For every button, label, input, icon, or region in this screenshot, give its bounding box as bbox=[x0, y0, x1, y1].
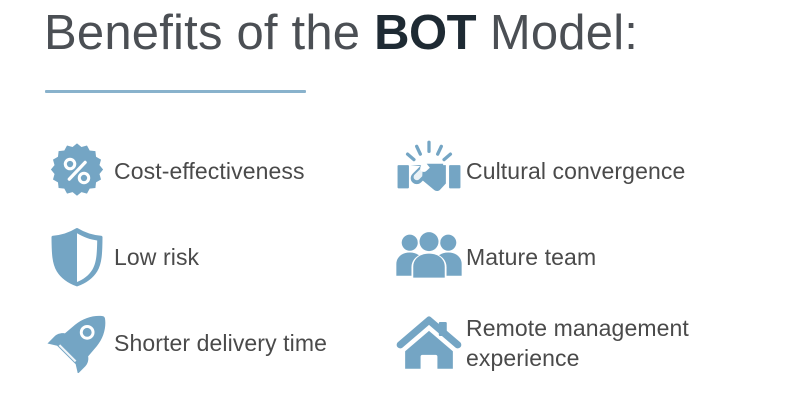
benefit-label: Low risk bbox=[114, 244, 200, 270]
benefit-label: Remote management experience bbox=[466, 315, 689, 371]
benefits-grid: Cost-effectiveness Low risk bbox=[0, 128, 800, 400]
benefit-item: Low risk bbox=[40, 214, 199, 300]
page-title-trail: Model: bbox=[476, 6, 639, 60]
house-icon bbox=[392, 306, 466, 380]
benefit-item: Shorter delivery time bbox=[40, 300, 327, 386]
benefits-column-right: Cultural convergence bbox=[392, 128, 752, 400]
benefits-column-left: Cost-effectiveness Low risk bbox=[40, 128, 400, 400]
benefit-label: Shorter delivery time bbox=[114, 330, 328, 356]
percent-badge-icon bbox=[40, 134, 114, 208]
people-group-icon bbox=[392, 220, 466, 294]
benefit-label: Cultural convergence bbox=[466, 158, 686, 184]
page-title-lead: Benefits of the bbox=[44, 6, 375, 60]
page-title-highlight: BOT bbox=[374, 6, 477, 60]
handshake-icon bbox=[392, 134, 466, 208]
page-title: Benefits of the BOT Model: bbox=[44, 2, 638, 64]
benefit-label: Cost-effectiveness bbox=[114, 158, 305, 184]
title-underline-rule bbox=[45, 90, 306, 93]
benefit-item: Mature team bbox=[392, 214, 596, 300]
rocket-icon bbox=[40, 306, 114, 380]
benefit-item: Cost-effectiveness bbox=[40, 128, 305, 214]
benefit-item: Remote management experience bbox=[392, 300, 689, 386]
benefit-item: Cultural convergence bbox=[392, 128, 685, 214]
shield-icon bbox=[40, 220, 114, 294]
benefit-label: Mature team bbox=[466, 244, 597, 270]
